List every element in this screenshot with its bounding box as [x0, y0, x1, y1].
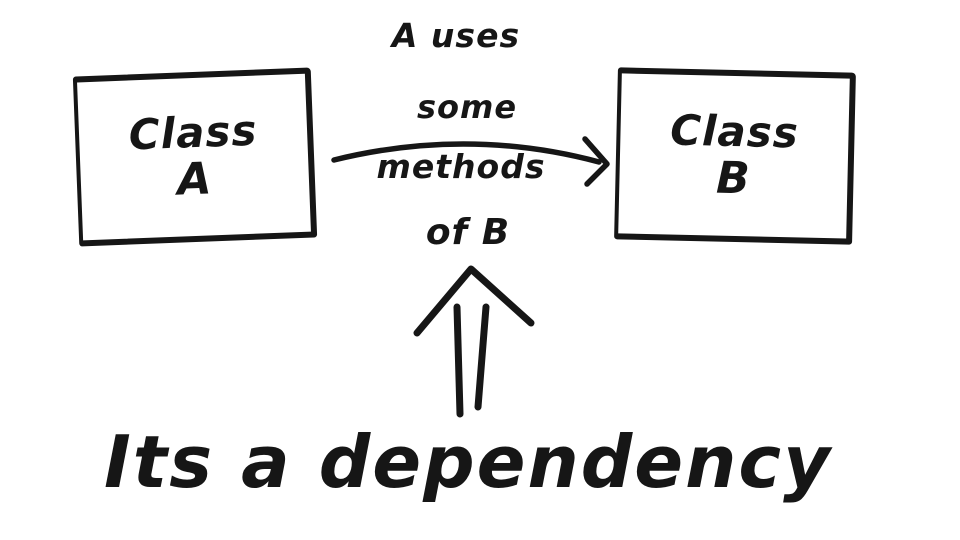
- class-b-box: Class B: [614, 67, 856, 245]
- up-arrow-shaft-right-icon: [474, 303, 490, 411]
- up-arrow-shaft-left-icon: [453, 303, 464, 418]
- up-arrow-chevron-icon: [413, 265, 535, 337]
- class-a-box: Class A: [72, 67, 318, 247]
- class-a-label: Class A: [127, 105, 260, 206]
- arrow-annotation-line2: some: [416, 88, 518, 126]
- arrow-annotation-line1: A uses: [391, 16, 521, 55]
- class-b-label-line2: B: [715, 152, 752, 205]
- class-b-label-line1: Class: [669, 105, 800, 158]
- arrow-annotation-line3: methods: [376, 147, 546, 186]
- dependency-arrowhead-icon: [582, 136, 610, 187]
- class-a-label-line2: A: [176, 153, 214, 206]
- caption-text: Its a dependency: [103, 420, 833, 504]
- class-a-label-line1: Class: [127, 105, 259, 160]
- arrow-annotation-line4: of B: [425, 212, 511, 253]
- class-b-label: Class B: [669, 105, 800, 205]
